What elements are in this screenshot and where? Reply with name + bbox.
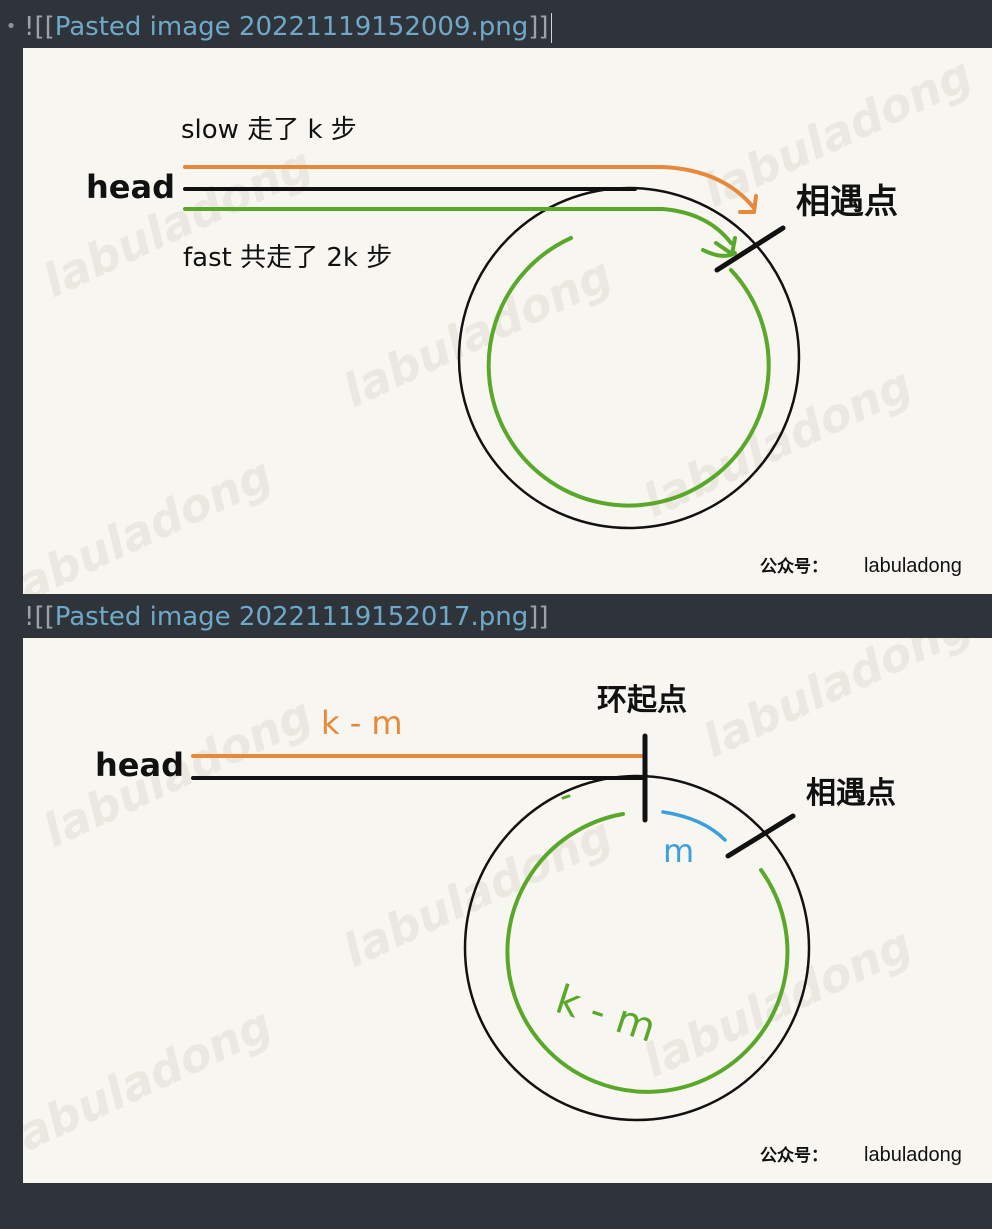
embed-open-bracket: [[ <box>34 602 55 632</box>
embed-open-bracket: [[ <box>34 12 55 42</box>
fast-label: fast 共走了 2k 步 <box>183 243 392 273</box>
cycle-start-diagram: labuladong labuladong labuladong labulad… <box>23 638 980 1168</box>
watermark: labuladong <box>23 447 280 594</box>
cycle-circle <box>463 774 811 1122</box>
embed-filename[interactable]: Pasted image 20221119152017.png <box>54 602 529 632</box>
credit-name: labuladong <box>864 555 962 577</box>
credit-mark: 公众号： <box>760 1145 828 1166</box>
embed-close-bracket: ]] <box>528 602 549 632</box>
slow-fast-pointer-diagram: labuladong labuladong labuladong labulad… <box>23 48 980 594</box>
embed-prefix: ! <box>24 602 35 632</box>
embed-link-1[interactable]: ![[Pasted image 20221119152009.png]] <box>24 7 552 47</box>
meet-point-label: 相遇点 <box>806 776 896 811</box>
head-label: head <box>95 746 184 784</box>
embedded-image-2: labuladong labuladong labuladong labulad… <box>23 638 992 1183</box>
embed-link-2[interactable]: ![[Pasted image 20221119152017.png]] <box>24 597 549 637</box>
list-bullet: • <box>5 16 17 37</box>
cycle-circle <box>457 186 801 530</box>
cycle-start-label: 环起点 <box>597 683 687 718</box>
text-cursor <box>550 12 552 43</box>
head-label: head <box>86 168 175 206</box>
arc-start-mark <box>561 794 571 800</box>
m-label: m <box>663 832 694 870</box>
fast-arrow-stroke <box>701 248 737 258</box>
k-minus-m-arc <box>505 812 790 1094</box>
embed-close-bracket: ]] <box>528 12 549 42</box>
meet-point-tick <box>714 225 786 273</box>
slow-arrowhead <box>738 194 758 214</box>
arc-label: k - m <box>550 977 661 1052</box>
top-segment-label: k - m <box>321 704 403 742</box>
meet-point-label: 相遇点 <box>796 182 898 222</box>
credit-mark: 公众号： <box>760 556 828 577</box>
fast-arrowhead <box>714 236 737 256</box>
meet-point-tick <box>725 813 796 859</box>
watermark: labuladong <box>35 137 320 308</box>
embed-filename[interactable]: Pasted image 20221119152009.png <box>54 12 529 42</box>
fast-path <box>183 207 733 245</box>
slow-label: slow 走了 k 步 <box>181 115 357 145</box>
slow-path <box>183 165 756 210</box>
watermark: labuladong <box>695 638 980 768</box>
watermark-group: labuladong labuladong labuladong labulad… <box>23 638 980 1168</box>
watermark-group: labuladong labuladong labuladong labulad… <box>23 48 980 594</box>
embed-prefix: ! <box>24 12 35 42</box>
credit-name: labuladong <box>864 1144 962 1166</box>
m-arc <box>661 810 727 842</box>
fast-loop-path <box>486 236 771 508</box>
embedded-image-1: labuladong labuladong labuladong labulad… <box>23 48 992 594</box>
watermark: labuladong <box>23 997 280 1168</box>
